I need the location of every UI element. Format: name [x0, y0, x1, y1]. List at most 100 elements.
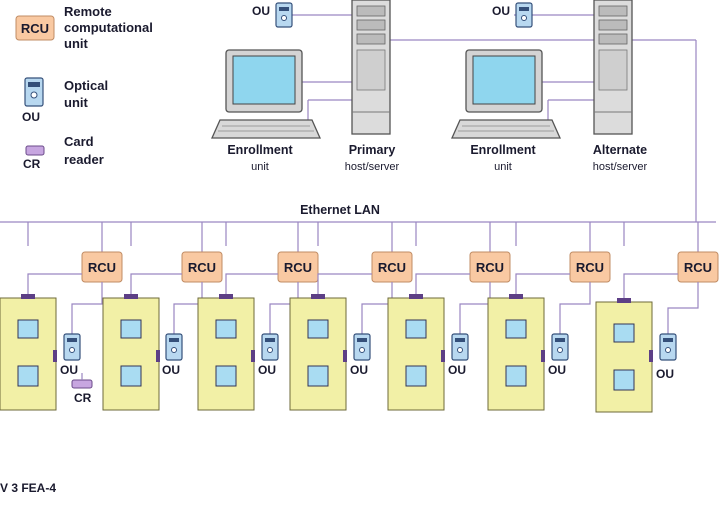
optical-unit-slot-4	[357, 338, 367, 342]
door-sensor-5	[409, 294, 423, 299]
legend-rcu-box	[15, 15, 55, 41]
legend-rcu-label-1: Remote	[64, 4, 112, 19]
card-reader-label: CR	[74, 391, 92, 405]
legend-rcu-label-2: computational	[64, 20, 153, 35]
door-window-bottom-4	[307, 365, 329, 387]
optical-unit-label-6: OU	[548, 363, 566, 377]
optical-unit-label-3: OU	[258, 363, 276, 377]
door-sensor-3	[219, 294, 233, 299]
optical-unit-lens-1	[69, 347, 75, 353]
optical-unit-lens-4	[359, 347, 365, 353]
legend-card-reader-icon	[25, 145, 45, 156]
rcu-label-5: RCU	[476, 260, 504, 275]
door-panel-7	[595, 301, 653, 413]
rcu-label-6: RCU	[576, 260, 604, 275]
optical-unit-lens-6	[557, 347, 563, 353]
optical-unit-slot-7	[663, 338, 673, 342]
ethernet-lan-label: Ethernet LAN	[300, 203, 380, 217]
door-window-bottom-2	[120, 365, 142, 387]
rcu-label-4: RCU	[378, 260, 406, 275]
legend-cr-label-1: Card	[64, 134, 94, 149]
door-sensor-7	[617, 298, 631, 303]
optical-unit-slot-2	[169, 338, 179, 342]
enrollment-right-label-2: unit	[494, 161, 512, 173]
top-ou-label-right: OU	[492, 4, 510, 18]
door-window-bottom-5	[405, 365, 427, 387]
top-wiring	[290, 14, 697, 222]
door-window-top-5	[405, 319, 427, 339]
rcu-door-wire-2	[130, 273, 182, 298]
rcu-ou-wire-6	[559, 282, 591, 334]
optical-unit-lens-5	[457, 347, 463, 353]
rcu-door-wire-4	[317, 273, 372, 298]
rcu-label-1: RCU	[88, 260, 116, 275]
optical-unit-lens-7	[665, 347, 671, 353]
alternate-server-label-2: host/server	[593, 161, 648, 173]
optical-unit-label-7: OU	[656, 367, 674, 381]
alternate-server-tower	[593, 0, 633, 135]
primary-server-label-2: host/server	[345, 161, 400, 173]
enrollment-unit-left-computer	[210, 49, 322, 139]
door-lock-7	[649, 350, 653, 362]
rcu-ou-wire-2	[173, 282, 203, 334]
primary-server-tower	[351, 0, 391, 135]
door-panel-6	[487, 297, 545, 411]
rcu-door-wire-7	[623, 273, 678, 302]
door-panel-5	[387, 297, 445, 411]
rcu-door-wire-3	[225, 273, 278, 298]
alternate-server-label-1: Alternate	[593, 143, 647, 157]
door-window-top-7	[613, 323, 635, 343]
legend-ou-label-1: Optical	[64, 78, 108, 93]
legend-ou-label-2: unit	[64, 95, 88, 110]
primary-server-label-1: Primary	[349, 143, 396, 157]
top-optical-unit-left	[275, 2, 293, 28]
enrollment-unit-right-computer	[450, 49, 562, 139]
rcu-ou-wire-5	[459, 282, 491, 334]
door-window-top-2	[120, 319, 142, 339]
legend-optical-unit-icon	[24, 77, 44, 107]
optical-unit-label-2: OU	[162, 363, 180, 377]
door-window-bottom-1	[17, 365, 39, 387]
door-window-bottom-6	[505, 365, 527, 387]
legend-cr-label-2: reader	[64, 152, 104, 167]
rcu-ou-wire-3	[269, 282, 299, 334]
door-window-top-1	[17, 319, 39, 339]
optical-unit-label-4: OU	[350, 363, 368, 377]
door-window-bottom-3	[215, 365, 237, 387]
door-lock-3	[251, 350, 255, 362]
optical-unit-lens-2	[171, 347, 177, 353]
door-sensor-6	[509, 294, 523, 299]
optical-unit-slot-3	[265, 338, 275, 342]
door-window-top-4	[307, 319, 329, 339]
legend-rcu-badge-text: RCU	[21, 21, 49, 36]
rcu-door-wire-1	[27, 273, 82, 298]
door-sensor-1	[21, 294, 35, 299]
rcu-ou-wire-4	[361, 282, 393, 334]
optical-unit-slot-5	[455, 338, 465, 342]
door-panel-4	[289, 297, 347, 411]
rcu-ou-wire-1	[71, 282, 103, 334]
enrollment-left-label-1: Enrollment	[227, 143, 293, 157]
enrollment-right-label-1: Enrollment	[470, 143, 536, 157]
optical-unit-slot-1	[67, 338, 77, 342]
optical-unit-label-1: OU	[60, 363, 78, 377]
rcu-label-2: RCU	[188, 260, 216, 275]
optical-unit-label-5: OU	[448, 363, 466, 377]
door-lock-4	[343, 350, 347, 362]
rcu-ou-wire-7	[667, 282, 699, 334]
door-lock-2	[156, 350, 160, 362]
legend-rcu-label-3: unit	[64, 36, 88, 51]
rcu-label-3: RCU	[284, 260, 312, 275]
door-sensor-4	[311, 294, 325, 299]
top-optical-unit-right	[515, 2, 533, 28]
card-reader-icon	[71, 379, 93, 389]
figure-caption: V 3 FEA-4	[0, 481, 56, 495]
door-window-bottom-7	[613, 369, 635, 391]
legend: RCU Remote computational unit OU Optical…	[15, 4, 153, 171]
door-window-top-3	[215, 319, 237, 339]
door-lock-6	[541, 350, 545, 362]
door-window-top-6	[505, 319, 527, 339]
rcu-door-wire-5	[415, 273, 470, 298]
